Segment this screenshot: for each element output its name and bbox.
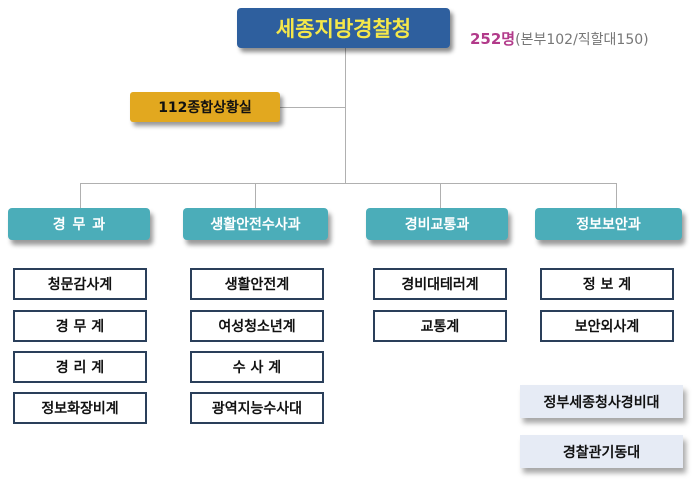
connector <box>80 183 617 184</box>
count-breakdown: (본부102/직할대150) <box>515 32 649 48</box>
team-box: 생활안전계 <box>190 268 324 300</box>
team-box: 경비대테러계 <box>373 268 507 300</box>
dept-box: 생활안전수사과 <box>183 208 328 240</box>
connector <box>345 48 346 184</box>
staff-count: 252명(본부102/직할대150) <box>470 28 649 49</box>
team-box: 청문감사계 <box>13 268 147 300</box>
team-box: 정 보 계 <box>540 268 674 300</box>
connector <box>280 107 345 108</box>
total-count: 252명 <box>470 30 516 48</box>
connector <box>255 183 256 208</box>
connector <box>616 183 617 208</box>
team-box: 광역지능수사대 <box>190 392 324 424</box>
direct-unit-box: 경찰관기동대 <box>520 435 683 468</box>
dept-box: 경 무 과 <box>8 208 150 240</box>
team-box: 경 리 계 <box>13 351 147 383</box>
dept-box: 정보보안과 <box>535 208 682 240</box>
team-box: 수 사 계 <box>190 351 324 383</box>
team-box: 경 무 계 <box>13 310 147 342</box>
team-box: 정보화장비계 <box>13 392 147 424</box>
situation-room-box: 112종합상황실 <box>130 92 280 122</box>
team-box: 보안외사계 <box>540 310 674 342</box>
dept-box: 경비교통과 <box>366 208 508 240</box>
connector <box>440 183 441 208</box>
team-box: 여성청소년계 <box>190 310 324 342</box>
direct-unit-box: 정부세종청사경비대 <box>520 385 683 418</box>
connector <box>80 183 81 208</box>
team-box: 교통계 <box>373 310 507 342</box>
head-office-box: 세종지방경찰청 <box>237 8 450 48</box>
